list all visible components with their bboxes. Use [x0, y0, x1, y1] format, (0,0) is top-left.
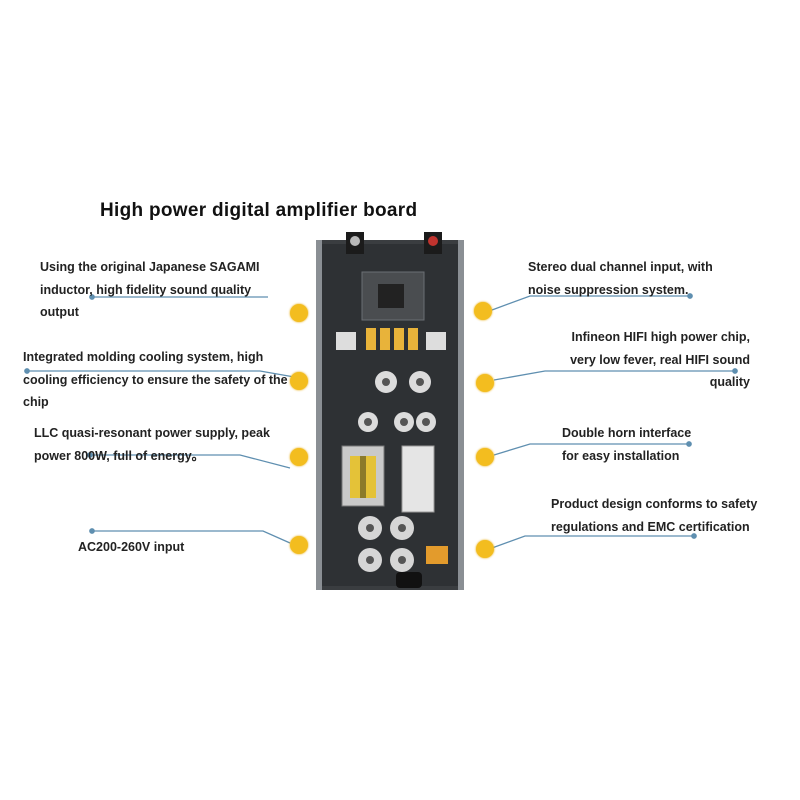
callout-line: Using the original Japanese SAGAMI: [40, 260, 260, 274]
callout-line: AC200-260V input: [78, 540, 185, 554]
callout-line: power 800W, full of energy。: [34, 448, 205, 463]
callout-infineon-chip: Infineon HIFI high power chip, very low …: [570, 326, 750, 394]
callout-line: regulations and EMC certification: [551, 519, 750, 534]
callout-line: Double horn interface: [562, 426, 692, 440]
callout-sagami-inductor: Using the original Japanese SAGAMI induc…: [40, 256, 260, 324]
marker-dot-power: [290, 448, 308, 466]
callout-line: chip: [23, 395, 49, 409]
callout-llc-power-supply: LLC quasi-resonant power supply, peak po…: [34, 422, 270, 467]
page-title: High power digital amplifier board: [100, 200, 418, 221]
callout-line: noise suppression system.: [528, 282, 689, 297]
amplifier-board-image: [316, 232, 464, 590]
marker-dot-infineon: [476, 374, 494, 392]
marker-dot-horn: [476, 448, 494, 466]
callout-line: very low fever, real HIFI sound: [570, 352, 750, 367]
marker-dot-safety: [476, 540, 494, 558]
marker-dot-sagami: [290, 304, 308, 322]
callout-safety-emc: Product design conforms to safety regula…: [551, 493, 757, 538]
marker-dot-stereo: [474, 302, 492, 320]
callout-horn-interface: Double horn interface for easy installat…: [562, 422, 691, 467]
marker-dot-cooling: [290, 372, 308, 390]
marker-dot-ac-input: [290, 536, 308, 554]
callout-line: output: [40, 305, 79, 319]
callout-cooling-system: Integrated molding cooling system, high …: [23, 346, 288, 414]
callout-line: cooling efficiency to ensure the safety …: [23, 372, 288, 387]
callout-stereo-input: Stereo dual channel input, with noise su…: [528, 256, 713, 301]
callout-line: Infineon HIFI high power chip,: [571, 330, 750, 344]
callout-line: quality: [709, 375, 750, 389]
callout-line: LLC quasi-resonant power supply, peak: [34, 426, 270, 440]
callout-line: inductor, high fidelity sound quality: [40, 282, 252, 297]
callout-line: Stereo dual channel input, with: [528, 260, 713, 274]
callout-line: Integrated molding cooling system, high: [23, 350, 264, 364]
callout-line: for easy installation: [562, 448, 680, 463]
callout-line: Product design conforms to safety: [551, 497, 758, 511]
callout-ac-input: AC200-260V input: [78, 536, 184, 559]
